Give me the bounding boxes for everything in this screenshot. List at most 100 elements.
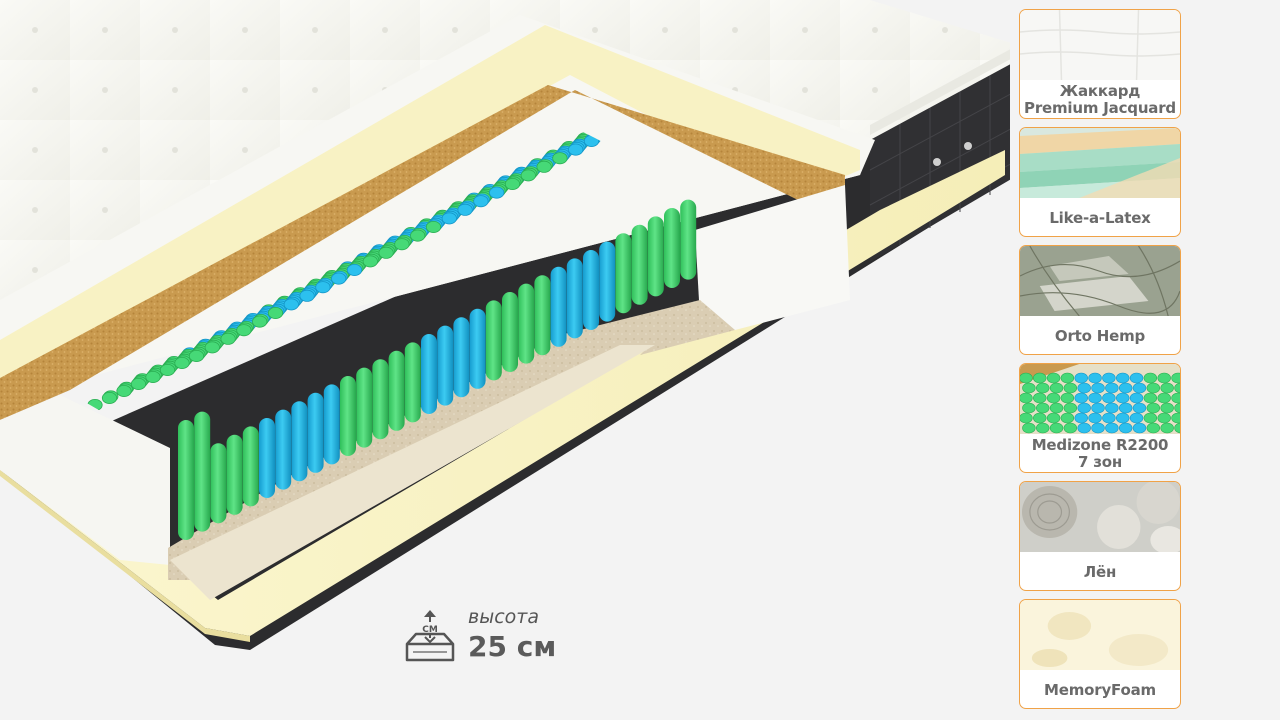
spring-top — [299, 289, 315, 302]
spring-cylinder — [291, 401, 308, 482]
spring-cylinder — [631, 224, 648, 305]
height-value: 25 см — [468, 630, 556, 663]
swatch-spring — [1091, 402, 1105, 414]
swatch-spring — [1088, 372, 1102, 384]
spring-top — [315, 281, 331, 294]
spring-cylinder — [275, 409, 292, 490]
spring-cylinder — [404, 342, 421, 423]
swatch-spring — [1046, 372, 1061, 384]
spring-top — [536, 160, 552, 173]
swatch-spring — [1074, 372, 1088, 384]
layer-card-jacquard[interactable]: Жаккард Premium Jacquard — [1019, 9, 1181, 119]
layer-card-memory-foam[interactable]: MemoryFoam — [1019, 599, 1181, 709]
layer-title: Medizone R2200 — [1031, 436, 1169, 454]
height-caption: высота — [468, 606, 539, 628]
swatch-spring — [1063, 422, 1078, 434]
swatch-spring — [1077, 382, 1091, 394]
swatch-spring — [1157, 372, 1171, 384]
spring-top — [346, 263, 363, 276]
swatch-spring — [1132, 402, 1147, 414]
swatch-spring — [1091, 382, 1105, 394]
swatch-spring — [1036, 402, 1050, 414]
swatch-spring — [1105, 422, 1119, 434]
layer-label: Like-a-Latex — [1020, 198, 1180, 236]
spring-cylinder — [210, 443, 227, 524]
spring-cylinder — [550, 266, 567, 347]
swatch-spring — [1033, 372, 1047, 384]
spring-cylinder — [437, 325, 454, 406]
spring-top — [87, 398, 103, 411]
linen-swatch — [1020, 482, 1180, 552]
swatch-spring — [1060, 372, 1075, 384]
spring-top — [410, 229, 426, 242]
height-unit: см — [516, 630, 557, 663]
swatch-spring — [1077, 402, 1091, 414]
layer-card-linen[interactable]: Лён — [1019, 481, 1181, 591]
spring-cylinder — [421, 334, 437, 414]
swatch-spring — [1171, 392, 1180, 404]
layer-title: Like-a-Latex — [1049, 208, 1151, 227]
layer-title: MemoryFoam — [1044, 680, 1156, 699]
spring-cylinder — [453, 317, 470, 398]
layer-card-orto-hemp[interactable]: Orto Hemp — [1019, 245, 1181, 355]
spring-top — [504, 177, 521, 190]
layer-card-like-a-latex[interactable]: Like-a-Latex — [1019, 127, 1181, 237]
spring-cylinder — [226, 434, 243, 515]
swatch-spring — [1049, 422, 1064, 434]
spring-top — [520, 169, 536, 182]
swatch-spring — [1088, 392, 1102, 404]
swatch-spring — [1074, 392, 1088, 404]
spring-cylinder — [599, 241, 616, 322]
swatch-spring — [1146, 402, 1161, 414]
swatch-spring — [1116, 372, 1130, 384]
spring-cylinder — [583, 250, 599, 330]
swatch-spring — [1063, 402, 1078, 414]
height-icon-text: CM — [422, 625, 438, 635]
swatch-spring — [1143, 412, 1158, 424]
swatch-spring — [1036, 422, 1050, 434]
spring-cylinder — [323, 384, 340, 465]
spring-top — [101, 391, 118, 404]
swatch-spring — [1033, 392, 1047, 404]
swatch-spring — [1046, 412, 1061, 424]
layer-label: MemoryFoam — [1020, 670, 1180, 708]
swatch-spring — [1160, 382, 1174, 394]
spring-cylinder — [469, 308, 486, 389]
layer-subtitle: Premium Jacquard — [1024, 99, 1176, 117]
swatch-spring — [1102, 372, 1116, 384]
spring-cylinder — [518, 283, 535, 364]
swatch-spring — [1171, 372, 1180, 384]
spring-top — [174, 356, 190, 369]
spring-top — [552, 152, 568, 165]
swatch-spring — [1049, 402, 1064, 414]
swatch-spring — [1088, 412, 1102, 424]
layer-card-medizone[interactable]: Medizone R2200 7 зон — [1019, 363, 1181, 473]
swatch-spring — [1146, 382, 1161, 394]
swatch-spring — [1060, 392, 1075, 404]
spring-top — [159, 363, 176, 376]
spring-top — [283, 298, 299, 311]
height-indicator: CM высота 25 см — [402, 602, 602, 672]
swatch-spring — [1129, 392, 1144, 404]
swatch-spring — [1105, 382, 1119, 394]
spring-cylinder — [356, 367, 373, 448]
swatch-spring — [1129, 412, 1144, 424]
swatch-spring — [1118, 402, 1133, 414]
hemp-swatch — [1020, 246, 1180, 316]
spring-top — [473, 195, 489, 208]
spring-top — [425, 220, 442, 233]
spring-top — [267, 306, 284, 319]
jacquard-swatch — [1020, 10, 1180, 80]
swatch-spring — [1160, 402, 1174, 414]
spring-top — [489, 186, 505, 199]
swatch-spring — [1036, 382, 1050, 394]
swatch-spring — [1022, 422, 1036, 434]
layer-label: Жаккард Premium Jacquard — [1020, 80, 1180, 118]
swatch-spring — [1091, 422, 1105, 434]
spring-cylinder — [388, 350, 405, 431]
spring-cylinder — [485, 300, 502, 381]
layer-title: Лён — [1083, 562, 1117, 581]
spring-block-swatch — [1020, 364, 1180, 434]
swatch-spring — [1143, 372, 1158, 384]
spring-top — [441, 212, 457, 225]
